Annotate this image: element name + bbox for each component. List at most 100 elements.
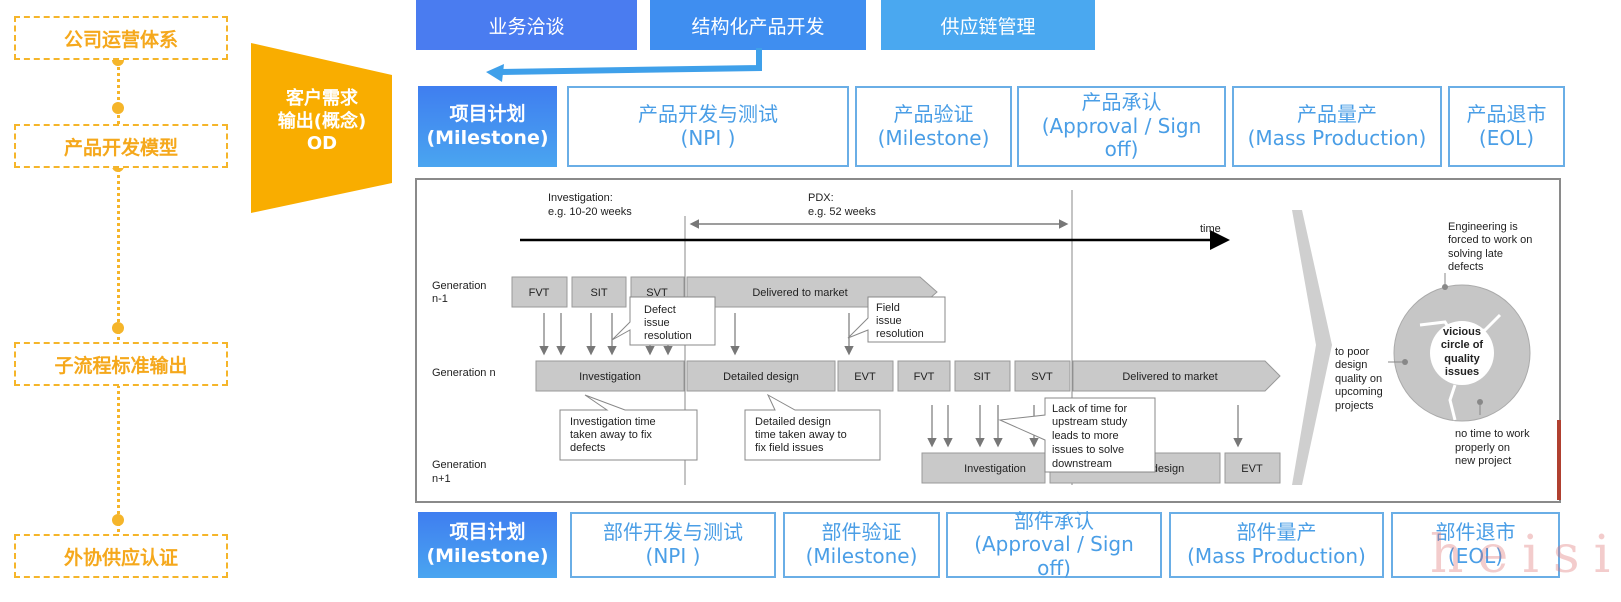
phase-subtitle: (Approval / Sign [1041, 113, 1202, 138]
cycle-label-left: quality on [1335, 373, 1382, 385]
cycle-center-text: issues [1445, 366, 1479, 378]
box-label: design [1152, 463, 1184, 475]
callout-text: issue [644, 317, 670, 329]
tab-structured-dev[interactable]: 结构化产品开发 [650, 0, 866, 50]
part-phase-eol: 部件退市(EOL) [1391, 512, 1560, 578]
phase-title: 产品退市 [1466, 101, 1547, 126]
phase-subtitle: (Mass Production) [1247, 125, 1427, 150]
phase-subtitle: (Approval / Sign [974, 532, 1134, 557]
cycle-label-top: Engineering is [1448, 221, 1518, 233]
cycle-label-top: defects [1448, 261, 1484, 273]
n-box-detailed-design [686, 360, 836, 392]
callout-text: resolution [644, 330, 692, 342]
callout-text: resolution [876, 328, 924, 340]
n-box-svt [1014, 360, 1071, 392]
phase-subtitle: (NPI ) [680, 125, 736, 150]
phase-title: 部件承认 [1014, 508, 1094, 533]
cycle-dot [1442, 284, 1448, 290]
cycle-label-bottom: new project [1455, 455, 1511, 467]
cycle-separators [1419, 313, 1502, 421]
phase-title: 部件开发与测试 [603, 520, 743, 545]
od-shape [251, 43, 392, 213]
phase-title: 产品承认 [1081, 90, 1162, 115]
phase-title: 产品验证 [893, 101, 974, 126]
cycle-dot [1477, 399, 1483, 405]
phase-title: 产品量产 [1297, 101, 1377, 126]
time-label: time [1200, 223, 1221, 235]
box-label: Detailed design [723, 371, 799, 383]
n-box-investigation [535, 360, 685, 392]
od-line: OD [306, 133, 338, 154]
tab-supply-chain[interactable]: 供应链管理 [881, 0, 1095, 50]
callout-text: issue [876, 315, 902, 327]
n-box-delivered [1072, 360, 1281, 392]
box-label: FVT [529, 287, 550, 299]
next-box-investigation [921, 452, 1046, 484]
callout-text: Investigation time [570, 416, 656, 428]
part-phase-mass: 部件量产(Mass Production) [1169, 512, 1384, 578]
gen-prev-label: Generation [432, 280, 486, 292]
callout-detailed-design [744, 393, 881, 461]
phase-subtitle: (EOL) [1478, 125, 1535, 150]
gen-n-label: Generation n [432, 367, 496, 379]
box-label: SIT [590, 287, 607, 299]
cycle-center [1430, 321, 1494, 385]
cycle-label-bottom: properly on [1455, 442, 1510, 454]
plan-title: 项目计划 [449, 521, 526, 544]
gen-next-label: n+1 [432, 473, 451, 485]
connector-dot [112, 102, 124, 114]
n-box-evt [837, 360, 894, 392]
connector-line [117, 60, 120, 540]
n-box-sit [954, 360, 1011, 392]
investigation-label: Investigation: [548, 192, 613, 204]
tab-business[interactable]: 业务洽谈 [416, 0, 637, 50]
product-phase-validation: 产品验证(Milestone) [855, 86, 1012, 167]
left-item-subprocess: 子流程标准输出 [14, 342, 228, 386]
chevron-arrow-icon [1292, 210, 1332, 485]
product-phase-mass: 产品量产(Mass Production) [1232, 86, 1442, 167]
phase-title: 部件量产 [1236, 520, 1317, 545]
part-phase-validation: 部件验证(Milestone) [783, 512, 940, 578]
callout-text: Lack of time for [1052, 403, 1128, 415]
part-phase-npi: 部件开发与测试(NPI ) [570, 512, 776, 578]
watermark: heisi [1430, 525, 1621, 585]
callout-text: Defect [644, 304, 676, 316]
callout-lack-of-time [998, 397, 1156, 473]
callout-text: downstream [1052, 458, 1112, 470]
plan-subtitle: (Milestone) [426, 545, 549, 567]
box-label: SIT [973, 371, 990, 383]
callout-text: leads to more [1052, 430, 1119, 442]
connector-dot [112, 322, 124, 334]
left-item-supplier: 外协供应认证 [14, 534, 228, 578]
prev-box-fvt [511, 276, 568, 308]
box-label: Investigation [964, 463, 1026, 475]
investigation-label: e.g. 10-20 weeks [548, 206, 632, 218]
product-plan-box: 项目计划 (Milestone) [418, 86, 557, 167]
callout-text: taken away to fix [570, 429, 652, 441]
cycle-label-left: design [1335, 359, 1367, 371]
callout-defect [611, 296, 716, 346]
box-label: Delivered to market [1122, 371, 1217, 383]
connector-dot [112, 514, 124, 526]
phase-subtitle: off) [1104, 137, 1139, 162]
pdx-label: e.g. 52 weeks [808, 206, 876, 218]
cycle-center-text: vicious [1443, 326, 1481, 338]
phase-title: 部件验证 [821, 520, 902, 545]
left-item-operations: 公司运营体系 [14, 16, 228, 60]
callout-text: Field [876, 302, 900, 314]
left-item-dev-model: 产品开发模型 [14, 124, 228, 168]
phase-subtitle: (EOL) [1447, 544, 1504, 568]
od-line: 客户需求 [286, 88, 358, 109]
pdx-label: PDX: [808, 192, 834, 204]
phase-subtitle: off) [1037, 555, 1071, 580]
gen-prev-label: n-1 [432, 293, 448, 305]
phase-subtitle: (Mass Production) [1187, 544, 1366, 568]
product-phase-npi: 产品开发与测试(NPI ) [567, 86, 849, 167]
callout-text: fix field issues [755, 442, 824, 454]
box-label: EVT [854, 371, 876, 383]
phase-subtitle: (Milestone) [877, 125, 990, 150]
cycle-label-left: projects [1335, 400, 1374, 412]
cycle-label-left: to poor [1335, 346, 1370, 358]
